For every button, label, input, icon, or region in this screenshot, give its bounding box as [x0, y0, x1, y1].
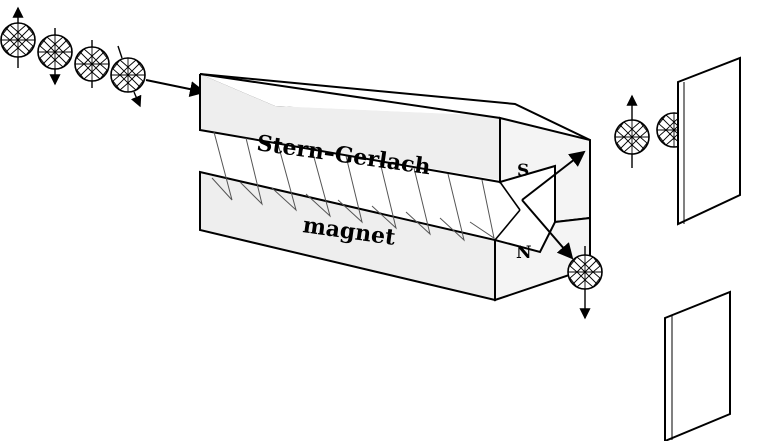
- atom-sphere-icon: [37, 28, 73, 86]
- upper-detector-screen: [677, 56, 741, 226]
- incoming-atoms: [0, 6, 206, 108]
- magnet-upper-front-face: [200, 74, 500, 180]
- magnet-lower-side-face: [494, 216, 591, 302]
- upper-beam-arrow: [521, 150, 586, 201]
- magnet: Stern–Gerlach magnet S N: [199, 73, 591, 302]
- atom-sphere-icon: [74, 40, 110, 88]
- pole-gap-hatching: [211, 131, 495, 242]
- lower-detector-screen: [664, 290, 731, 441]
- atom-sphere-icon: [614, 94, 650, 168]
- atom-sphere-icon: [110, 45, 146, 108]
- atom-sphere-icon: [0, 6, 36, 68]
- atom-sphere-icon: [567, 246, 603, 320]
- south-pole-label: S: [517, 161, 529, 181]
- north-pole-label: N: [516, 243, 532, 263]
- deflected-beams: [521, 150, 586, 260]
- beam-arrow: [145, 79, 206, 97]
- lower-beam-arrow: [521, 199, 574, 260]
